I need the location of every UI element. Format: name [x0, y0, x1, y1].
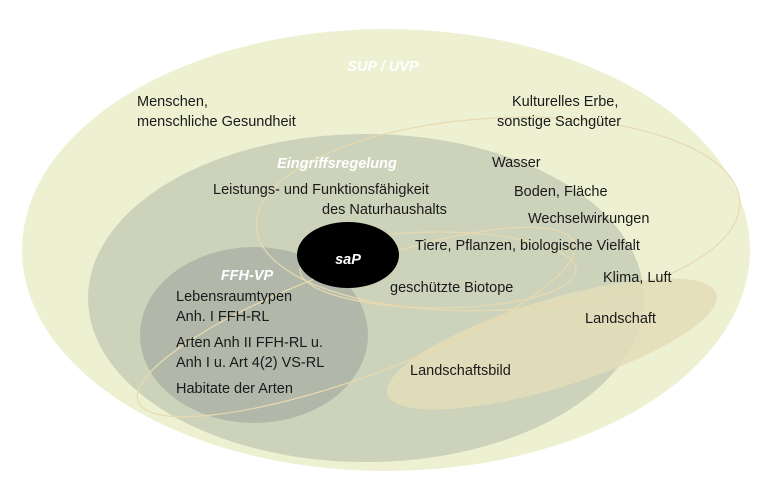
label-menschen-1: Menschen, — [137, 94, 208, 110]
label-lrt-2: Anh. I FFH-RL — [176, 309, 269, 325]
label-landschaftsbild: Landschaftsbild — [410, 363, 511, 379]
sup-uvp-title: SUP / UVP — [347, 59, 419, 75]
label-lrt-1: Lebensraumtypen — [176, 289, 292, 305]
label-kultur-2: sonstige Sachgüter — [497, 114, 621, 130]
label-boden: Boden, Fläche — [514, 184, 608, 200]
label-tiere: Tiere, Pflanzen, biologische Vielfalt — [415, 238, 640, 254]
sap-ellipse — [297, 222, 399, 288]
label-leistung-2: des Naturhaushalts — [322, 202, 447, 218]
label-wechsel: Wechselwirkungen — [528, 211, 649, 227]
label-arten-1: Arten Anh II FFH-RL u. — [176, 335, 323, 351]
eingriffsregelung-title: Eingriffsregelung — [277, 156, 397, 172]
label-klima: Klima, Luft — [603, 270, 672, 286]
label-arten-2: Anh I u. Art 4(2) VS-RL — [176, 355, 324, 371]
label-landschaft: Landschaft — [585, 311, 656, 327]
biotope-outline — [299, 231, 577, 309]
label-biotope: geschützte Biotope — [390, 280, 513, 296]
label-habitate: Habitate der Arten — [176, 381, 293, 397]
ffh-vp-ellipse — [140, 247, 368, 423]
sap-title: saP — [335, 252, 361, 268]
landschaft-ellipse — [387, 278, 717, 410]
label-wasser: Wasser — [492, 155, 541, 171]
label-leistung-1: Leistungs- und Funktionsfähigkeit — [213, 182, 429, 198]
label-kultur-1: Kulturelles Erbe, — [512, 94, 618, 110]
label-menschen-2: menschliche Gesundheit — [137, 114, 296, 130]
naturhaushalt-outline — [255, 116, 741, 312]
ffh-vp-title: FFH-VP — [221, 268, 274, 284]
